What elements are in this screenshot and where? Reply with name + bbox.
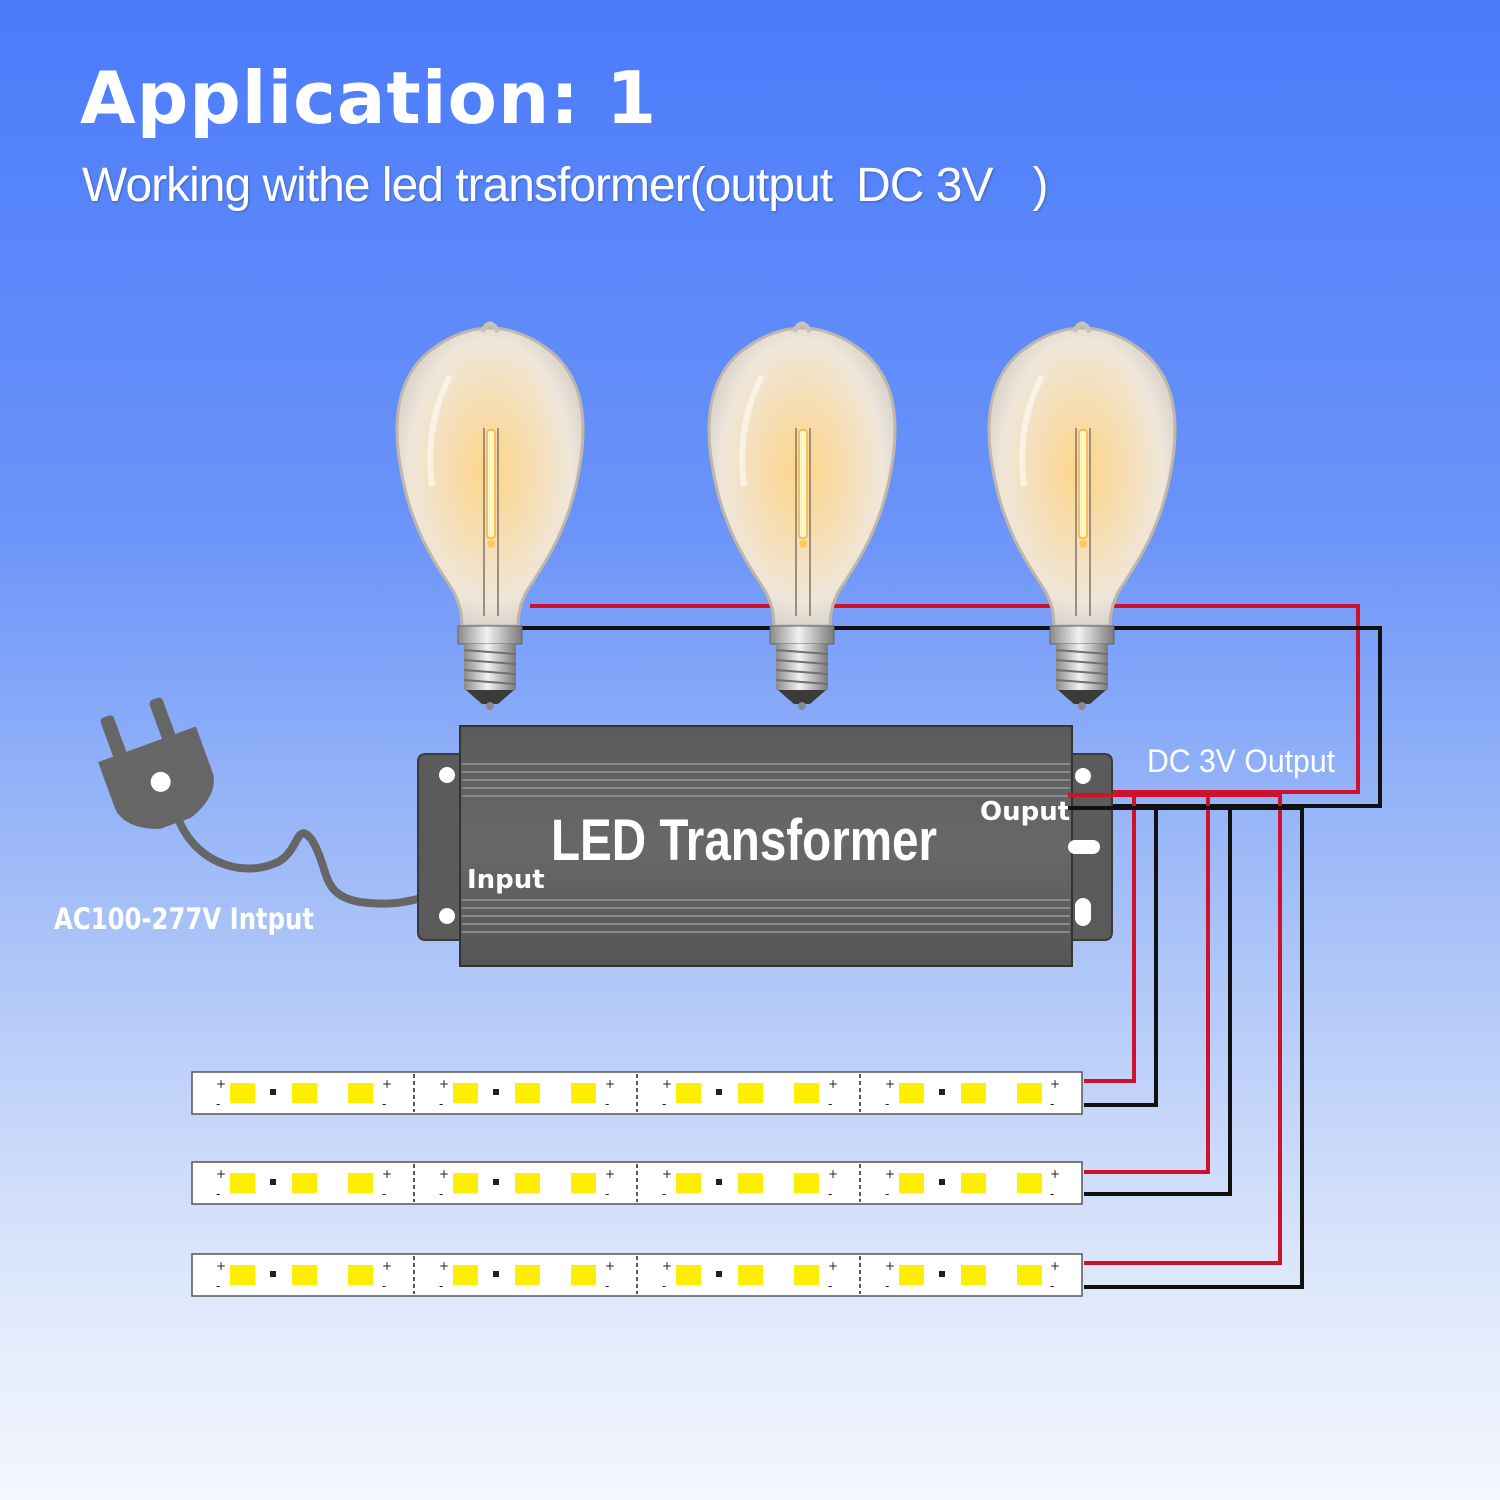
- strip-segment: [899, 1083, 1042, 1103]
- strip-segment: [230, 1083, 373, 1103]
- pin-plus: +: [828, 1167, 838, 1181]
- strip-segment: [453, 1083, 596, 1103]
- pin-plus: +: [1050, 1077, 1060, 1091]
- subtitle-text: Working withe led transformer(output: [82, 159, 833, 212]
- pin-minus: -: [828, 1279, 832, 1293]
- bulb-2: [709, 324, 895, 710]
- strip-1-positive-wire: [1068, 793, 1136, 1083]
- mounting-flange-left: [417, 753, 465, 941]
- pin-plus: +: [439, 1167, 449, 1181]
- plug-head: [98, 697, 214, 829]
- strip-segment: [676, 1083, 819, 1103]
- led-strip-3: + - + - + - + - + - + - + - + -: [191, 1253, 1083, 1297]
- pin-plus: +: [828, 1077, 838, 1091]
- pin-minus: -: [662, 1279, 666, 1293]
- strip-1-negative-wire: [1068, 806, 1158, 1107]
- pin-plus: +: [216, 1167, 226, 1181]
- pin-plus: +: [605, 1259, 615, 1273]
- strip-wiring: [1068, 793, 1304, 1289]
- pin-minus: -: [885, 1279, 889, 1293]
- pin-minus: -: [605, 1097, 609, 1111]
- pin-minus: -: [662, 1097, 666, 1111]
- pin-minus: -: [1050, 1279, 1054, 1293]
- page-subtitle: Working withe led transformer(output DC 3…: [82, 158, 1049, 213]
- pin-plus: +: [885, 1259, 895, 1273]
- pin-plus: +: [885, 1077, 895, 1091]
- screw-slot: [1075, 898, 1091, 926]
- pin-plus: +: [1050, 1259, 1060, 1273]
- strip-segment: [230, 1173, 373, 1193]
- strip-3-negative-wire: [1084, 806, 1304, 1289]
- pin-plus: +: [382, 1167, 392, 1181]
- pin-plus: +: [662, 1167, 672, 1181]
- strip-2-positive-wire: [1084, 793, 1210, 1174]
- screw-hole: [439, 908, 455, 924]
- pin-plus: +: [662, 1259, 672, 1273]
- pin-minus: -: [382, 1187, 386, 1201]
- strip-segment: [453, 1265, 596, 1285]
- pin-minus: -: [382, 1097, 386, 1111]
- bulb-positive-wire: [530, 604, 1360, 794]
- screw-hole: [439, 767, 455, 783]
- bulb-1: [397, 324, 583, 710]
- pin-plus: +: [439, 1259, 449, 1273]
- pin-minus: -: [605, 1279, 609, 1293]
- strip-segment: [899, 1265, 1042, 1285]
- pin-minus: -: [885, 1097, 889, 1111]
- strip-segment: [453, 1173, 596, 1193]
- led-transformer: LED Transformer Input Ouput: [417, 725, 1113, 967]
- bulb-3: [989, 324, 1175, 710]
- strip-segment: [676, 1173, 819, 1193]
- subtitle-close-paren: ): [1032, 159, 1049, 212]
- pin-plus: +: [382, 1077, 392, 1091]
- strip-segment: [676, 1265, 819, 1285]
- pin-minus: -: [1050, 1097, 1054, 1111]
- pin-plus: +: [885, 1167, 895, 1181]
- page-title: Application: 1: [80, 56, 658, 140]
- pin-plus: +: [828, 1259, 838, 1273]
- pin-plus: +: [662, 1077, 672, 1091]
- power-cord: [172, 808, 426, 908]
- transformer-body: [459, 725, 1073, 967]
- pin-plus: +: [439, 1077, 449, 1091]
- led-strip-1: + - + - + - + - + - + - + - + -: [191, 1071, 1083, 1115]
- strip-segment: [899, 1173, 1042, 1193]
- screw-hole: [1075, 768, 1091, 784]
- pin-minus: -: [216, 1187, 220, 1201]
- pin-minus: -: [662, 1187, 666, 1201]
- pin-plus: +: [216, 1077, 226, 1091]
- pin-minus: -: [439, 1187, 443, 1201]
- pin-minus: -: [439, 1097, 443, 1111]
- transformer-label: LED Transformer: [551, 808, 937, 873]
- pin-plus: +: [605, 1077, 615, 1091]
- subtitle-voltage: DC 3V: [856, 159, 993, 212]
- pin-minus: -: [382, 1279, 386, 1293]
- pin-plus: +: [605, 1167, 615, 1181]
- pin-minus: -: [216, 1279, 220, 1293]
- power-plug: [98, 697, 426, 908]
- pin-minus: -: [605, 1187, 609, 1201]
- strip-2-negative-wire: [1084, 806, 1232, 1196]
- pin-minus: -: [828, 1097, 832, 1111]
- pin-minus: -: [439, 1279, 443, 1293]
- led-strip-2: + - + - + - + - + - + - + - + -: [191, 1161, 1083, 1205]
- dc-output-label: DC 3V Output: [1147, 743, 1335, 779]
- strip-segment: [230, 1265, 373, 1285]
- input-label: Input: [467, 865, 545, 895]
- pin-minus: -: [885, 1187, 889, 1201]
- strip-3-positive-wire: [1084, 793, 1282, 1265]
- pin-minus: -: [216, 1097, 220, 1111]
- pin-plus: +: [216, 1259, 226, 1273]
- pin-minus: -: [1050, 1187, 1054, 1201]
- output-label: Ouput: [980, 797, 1070, 827]
- ac-input-label: AC100-277V Intput: [54, 902, 314, 936]
- pin-plus: +: [1050, 1167, 1060, 1181]
- pin-plus: +: [382, 1259, 392, 1273]
- screw-slot: [1068, 840, 1100, 854]
- pin-minus: -: [828, 1187, 832, 1201]
